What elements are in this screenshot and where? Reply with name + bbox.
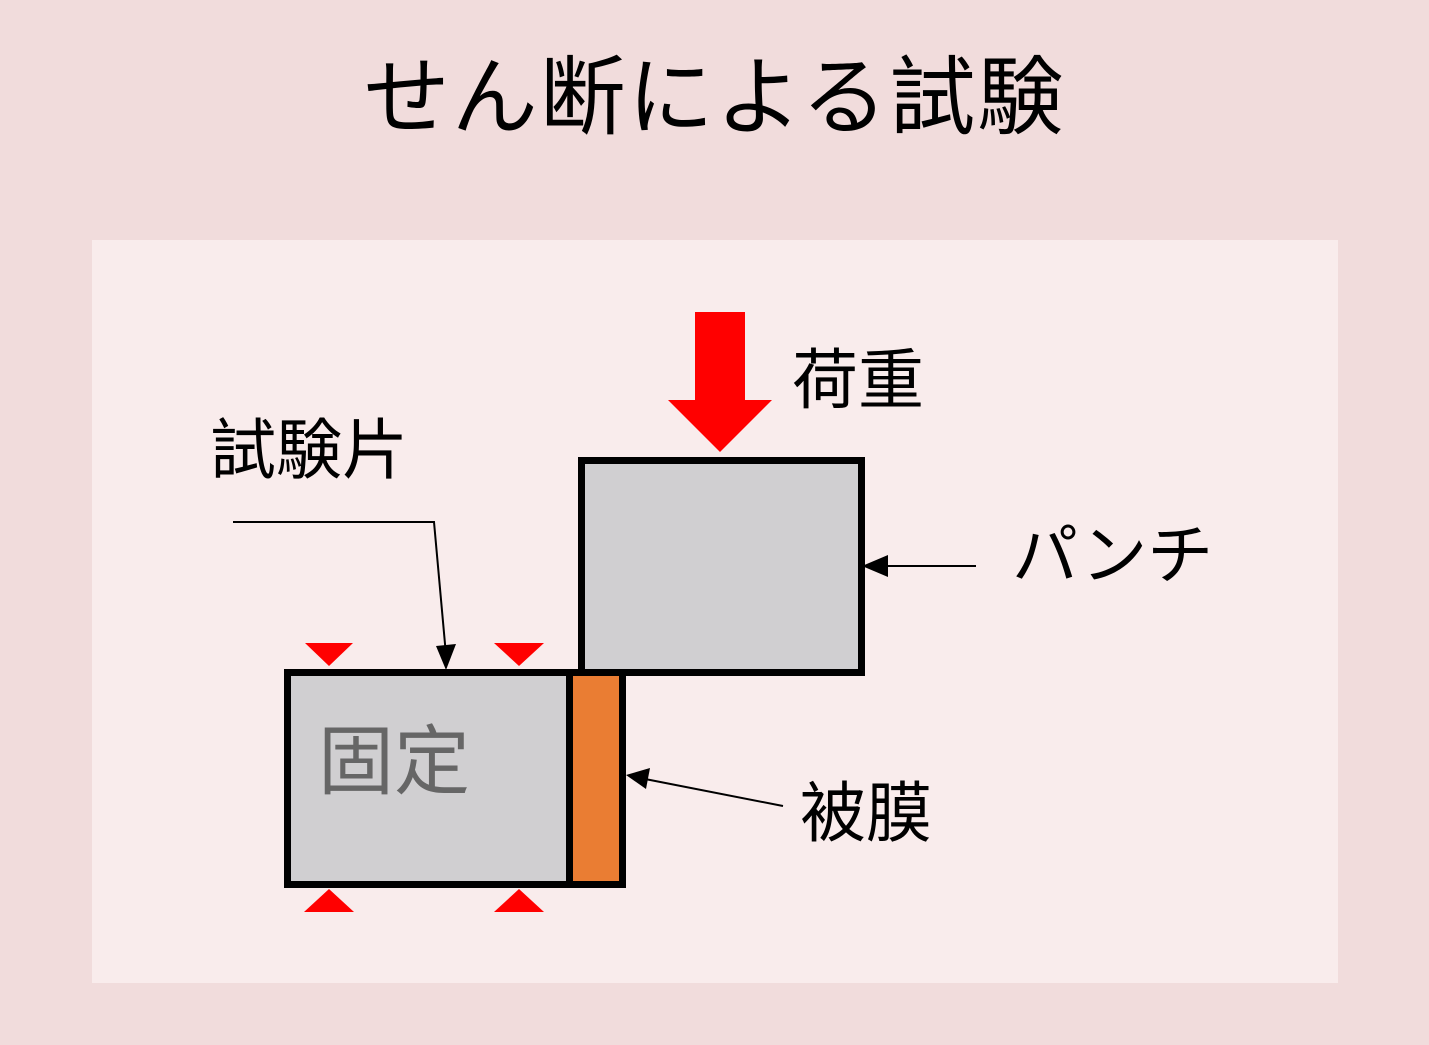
punch-label: パンチ xyxy=(1012,517,1214,594)
punch-leader-arrowhead xyxy=(862,555,888,577)
coating-layer xyxy=(566,669,626,888)
diagram-title: せん断による試験 xyxy=(363,48,1066,148)
specimen-leader-line xyxy=(233,521,447,656)
punch-block xyxy=(578,457,865,676)
fixture-marker-top-left xyxy=(305,643,353,666)
coating-leader-line xyxy=(639,777,784,807)
fixed-label: 固定 xyxy=(318,717,470,806)
fixture-marker-bottom-right xyxy=(494,889,544,912)
coating-leader-arrowhead xyxy=(626,768,650,789)
fixture-marker-bottom-left xyxy=(304,889,354,912)
coating-label: 被膜 xyxy=(800,775,932,852)
load-label: 荷重 xyxy=(792,342,924,419)
fixture-marker-top-right xyxy=(494,643,544,666)
specimen-label: 試験片 xyxy=(210,412,408,489)
load-arrow xyxy=(668,312,772,452)
specimen-leader-arrowhead xyxy=(436,644,456,670)
